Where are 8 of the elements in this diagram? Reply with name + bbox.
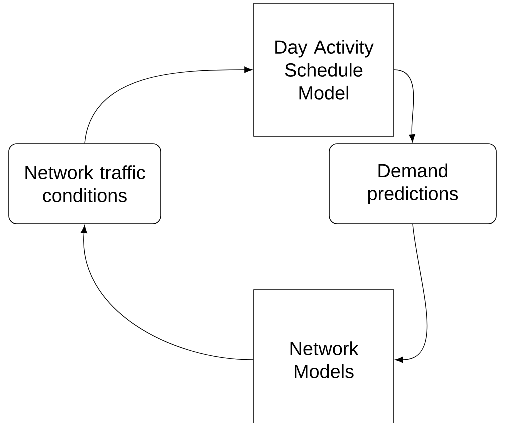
arrow [84,66,253,144]
arrow [395,224,428,364]
rounded-box: Network traffic conditions [8,144,162,224]
arrow [394,70,416,143]
process-box: Day Activity Schedule Model [254,3,394,137]
process-box: Network Models [254,290,394,423]
rounded-box: Demand predictions [329,144,497,224]
arrow [81,225,254,360]
